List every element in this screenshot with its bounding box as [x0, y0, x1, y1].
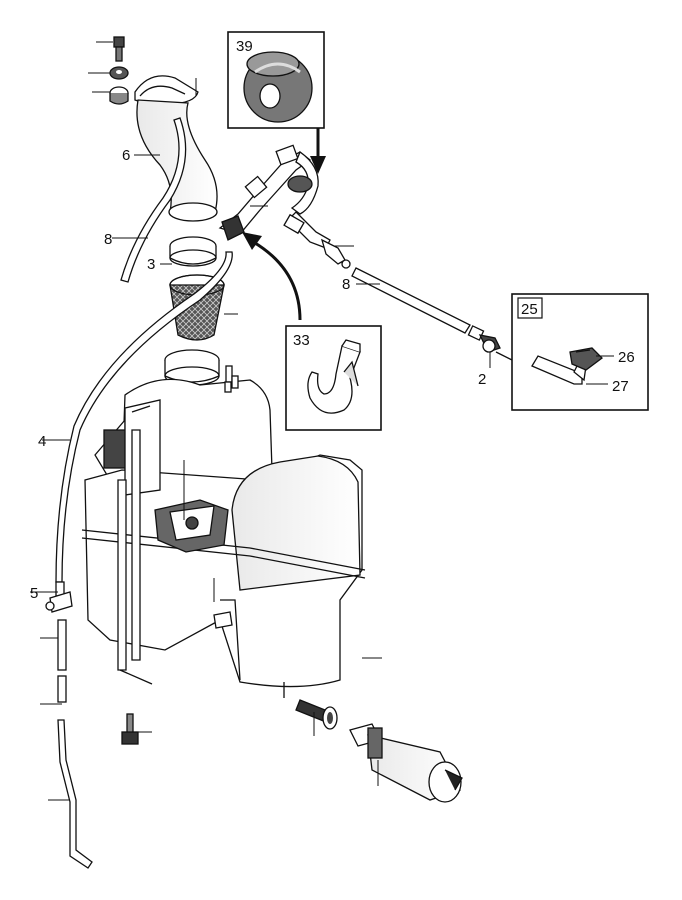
bottom-bolt	[121, 713, 139, 745]
tank-neck-ring	[164, 349, 220, 386]
label-8a: 8	[104, 231, 112, 248]
hose-8b	[351, 267, 471, 334]
inset-39	[227, 31, 325, 129]
washer-pump	[349, 723, 463, 803]
label-26: 26	[618, 349, 635, 366]
arrow-33	[249, 238, 302, 321]
label-5: 5	[30, 585, 38, 602]
label-2: 2	[478, 371, 486, 388]
inset-33	[285, 325, 382, 431]
label-6: 6	[122, 147, 130, 164]
inset-25	[511, 293, 649, 411]
label-4: 4	[38, 433, 46, 450]
nut-top	[92, 86, 129, 105]
pump-grommet	[295, 699, 338, 730]
inset-25-number: 25	[521, 301, 538, 318]
connector-lower-a	[40, 619, 67, 671]
inset-33-number: 33	[293, 332, 310, 349]
hose-lower-left	[57, 719, 93, 869]
connector-5	[45, 581, 73, 613]
nozzle-2	[467, 325, 513, 361]
bolt-top	[96, 36, 125, 62]
washer-top	[88, 66, 129, 80]
hose-assembly-top	[218, 144, 351, 269]
label-8b: 8	[342, 276, 350, 293]
inset-39-number: 39	[236, 38, 253, 55]
seal-ring	[169, 236, 217, 267]
washer-tank	[81, 365, 366, 698]
label-27: 27	[612, 378, 629, 395]
connector-lower-b	[40, 675, 67, 705]
label-3: 3	[147, 256, 155, 273]
filler-neck	[134, 75, 218, 222]
hose-8a	[120, 117, 187, 283]
